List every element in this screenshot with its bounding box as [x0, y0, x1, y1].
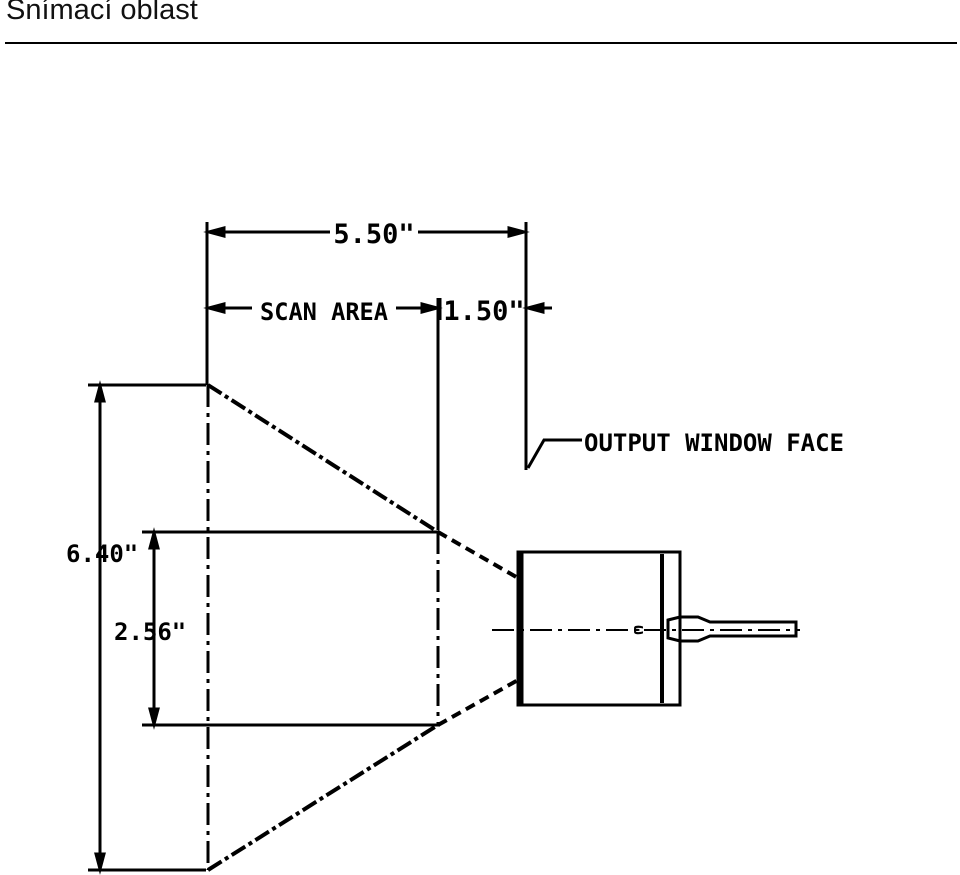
callout-label: OUTPUT WINDOW FACE	[584, 429, 844, 457]
device-mark: ω	[630, 625, 649, 635]
beam-upper-edge	[206, 383, 440, 534]
dim-inner-arrow-bottom	[148, 707, 160, 730]
callout-leader	[526, 438, 582, 469]
dim-scan-arrow-left	[203, 302, 226, 314]
dim-scan-arrow-right	[420, 302, 443, 314]
dim-height-outer-label: 6.40"	[66, 540, 138, 568]
dim-inner-arrow-top	[148, 527, 160, 550]
dim-total-label: 5.50"	[333, 219, 414, 250]
title-divider	[5, 42, 957, 44]
scanner-body	[516, 550, 682, 707]
beam-upper-extension	[437, 530, 519, 580]
cable-connector	[666, 615, 798, 643]
dim-offset-label: 1.50"	[443, 296, 524, 327]
dim-outer-arrow-bottom	[94, 852, 106, 875]
beam-lower-extension	[437, 678, 519, 727]
dim-total-arrow-right	[507, 226, 530, 238]
page-title: Snímací oblast	[6, 0, 198, 26]
dim-offset-arrow	[522, 302, 545, 314]
dim-total-arrow-left	[203, 226, 226, 238]
dim-scan-area-label: SCAN AREA	[260, 298, 389, 326]
beam-lower-edge	[206, 723, 440, 872]
dim-height-inner-label: 2.56"	[114, 618, 186, 646]
dim-outer-arrow-top	[94, 380, 106, 403]
